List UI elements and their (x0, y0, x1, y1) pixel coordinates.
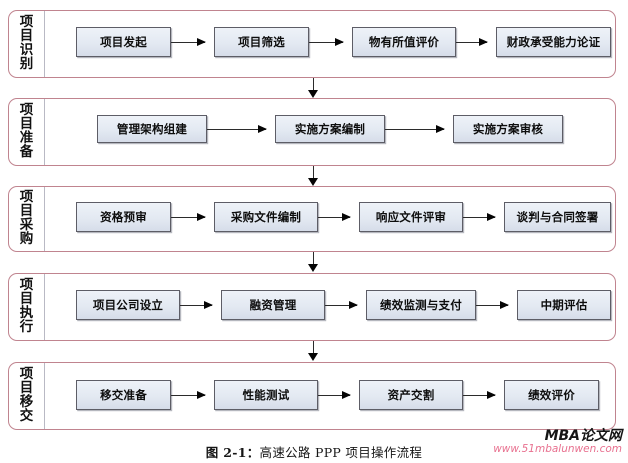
process-node[interactable]: 绩效评价 (504, 380, 599, 410)
process-node[interactable]: 性能测试 (214, 380, 318, 410)
process-node[interactable]: 采购文件编制 (214, 202, 318, 232)
connector-line (318, 395, 350, 396)
connector-line (463, 217, 495, 218)
connector-line (207, 129, 266, 130)
connector-arrowhead-icon (487, 212, 496, 221)
watermark-url: www.51mbalunwen.com (493, 442, 622, 455)
stage-body-execution: 项目公司设立 融资管理 绩效监测与支付 中期评估 (45, 274, 615, 340)
stage-label-char: 目 (19, 291, 34, 308)
stage-connector-line (313, 166, 315, 181)
stage-label-char: 采 (19, 217, 34, 233)
stage-preparation: 项 目 准 备 管理架构组建 实施方案编制 实施方案审核 (8, 98, 616, 166)
stage-label-char: 别 (19, 55, 34, 72)
stage-label-char: 项 (19, 14, 34, 31)
stage-label-char: 目 (19, 28, 34, 45)
connector-arrowhead-icon (197, 390, 206, 399)
process-node[interactable]: 物有所值评价 (352, 27, 456, 57)
process-node[interactable]: 项目筛选 (214, 27, 309, 57)
connector-arrowhead-icon (487, 390, 496, 399)
connector-arrowhead-icon (258, 124, 267, 133)
stage-label-char: 项 (19, 102, 34, 119)
stage-body-procurement: 资格预审 采购文件编制 响应文件评审 谈判与合同签署 (45, 187, 615, 251)
connector-arrowhead-icon (342, 390, 351, 399)
stage-connector-arrowhead-icon (307, 178, 318, 186)
process-node[interactable]: 移交准备 (76, 380, 171, 410)
watermark: MBA论文网 www.51mbalunwen.com (493, 429, 622, 455)
stage-label-char: 购 (19, 230, 34, 247)
connector-arrowhead-icon (197, 37, 206, 46)
connector-line (180, 305, 212, 306)
stage-label-identification: 项 目 识 别 (9, 11, 45, 77)
process-node[interactable]: 融资管理 (221, 290, 325, 320)
process-node[interactable]: 管理架构组建 (97, 115, 207, 143)
figure-caption: 图 2-1：高速公路 PPP 项目操作流程 (0, 442, 628, 461)
stage-connector-line (313, 252, 315, 267)
connector-line (476, 305, 508, 306)
connector-arrowhead-icon (500, 300, 509, 309)
process-node[interactable]: 绩效监测与支付 (366, 290, 476, 320)
stage-connector-arrowhead-icon (307, 353, 318, 361)
stage-body-identification: 项目发起 项目筛选 物有所值评价 财政承受能力论证 (45, 11, 615, 77)
process-node[interactable]: 项目发起 (76, 27, 171, 57)
stage-label-char: 项 (19, 277, 34, 294)
figure-title: 高速公路 PPP 项目操作流程 (259, 445, 423, 460)
stage-connector-line (313, 78, 315, 93)
stage-label-char: 备 (19, 143, 34, 160)
process-node[interactable]: 实施方案审核 (453, 115, 563, 143)
process-node[interactable]: 资格预审 (76, 202, 171, 232)
process-node[interactable]: 财政承受能力论证 (496, 27, 611, 57)
connector-line (171, 42, 205, 43)
process-node[interactable]: 实施方案编制 (275, 115, 385, 143)
connector-arrowhead-icon (436, 124, 445, 133)
stage-label-char: 交 (19, 407, 34, 424)
watermark-title: MBA论文网 (544, 428, 622, 444)
connector-line (456, 42, 487, 43)
stage-connector-arrowhead-icon (307, 90, 318, 98)
stage-body-transfer: 移交准备 性能测试 资产交割 绩效评价 (45, 363, 615, 429)
stage-label-preparation: 项 目 准 备 (9, 99, 45, 165)
stage-label-procurement: 项 目 采 购 (9, 187, 45, 251)
stage-label-char: 目 (19, 380, 34, 397)
connector-arrowhead-icon (197, 212, 206, 221)
stage-label-char: 准 (19, 130, 34, 146)
figure-number: 图 2-1： (205, 445, 260, 460)
connector-line (309, 42, 343, 43)
stage-transfer: 项 目 移 交 移交准备 性能测试 资产交割 绩效评价 (8, 362, 616, 430)
connector-line (171, 395, 205, 396)
process-node[interactable]: 资产交割 (359, 380, 463, 410)
stage-body-preparation: 管理架构组建 实施方案编制 实施方案审核 (45, 99, 615, 165)
connector-arrowhead-icon (349, 300, 358, 309)
connector-line (385, 129, 444, 130)
connector-arrowhead-icon (479, 37, 488, 46)
stage-connector-line (313, 341, 315, 356)
connector-arrowhead-icon (204, 300, 213, 309)
stage-label-char: 项 (19, 366, 34, 383)
stage-label-char: 识 (19, 42, 34, 58)
stage-label-execution: 项 目 执 行 (9, 274, 45, 340)
connector-arrowhead-icon (335, 37, 344, 46)
process-node[interactable]: 谈判与合同签署 (504, 202, 611, 232)
process-node[interactable]: 项目公司设立 (76, 290, 180, 320)
stage-label-char: 行 (19, 318, 34, 335)
stage-execution: 项 目 执 行 项目公司设立 融资管理 绩效监测与支付 中期评估 (8, 273, 616, 341)
connector-arrowhead-icon (342, 212, 351, 221)
stage-label-char: 项 (19, 189, 34, 206)
stage-procurement: 项 目 采 购 资格预审 采购文件编制 响应文件评审 谈判与合同签署 (8, 186, 616, 252)
connector-line (463, 395, 495, 396)
connector-line (318, 217, 350, 218)
process-node[interactable]: 响应文件评审 (359, 202, 463, 232)
process-node[interactable]: 中期评估 (517, 290, 611, 320)
stage-label-transfer: 项 目 移 交 (9, 363, 45, 429)
stage-connector-arrowhead-icon (307, 264, 318, 272)
stage-label-char: 执 (19, 305, 34, 321)
stage-label-char: 目 (19, 116, 34, 133)
connector-line (325, 305, 357, 306)
stage-identification: 项 目 识 别 项目发起 项目筛选 物有所值评价 财政承受能力论证 (8, 10, 616, 78)
stage-label-char: 目 (19, 203, 34, 220)
connector-line (171, 217, 205, 218)
stage-label-char: 移 (19, 394, 34, 410)
